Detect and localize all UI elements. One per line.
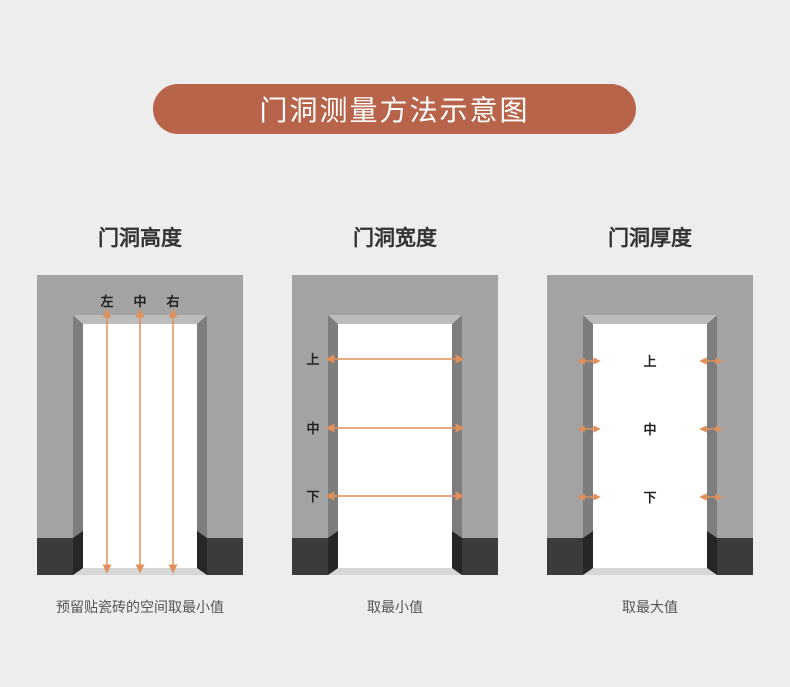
right-skirting-edge: [197, 531, 207, 575]
right-skirting: [462, 538, 498, 575]
right-skirting-edge: [452, 531, 462, 575]
width-door-diagram: 上 中 下: [292, 275, 498, 575]
right-skirting: [207, 538, 243, 575]
right-jamb: [452, 315, 462, 575]
left-skirting: [292, 538, 328, 575]
floor-sill: [328, 568, 462, 575]
left-skirting: [37, 538, 73, 575]
page-title: 门洞测量方法示意图: [259, 94, 530, 127]
thickness-caption: 取最大值: [622, 600, 678, 616]
label-bottom: 下: [643, 491, 656, 506]
label-left: 左: [100, 294, 113, 310]
right-skirting-edge: [707, 531, 717, 575]
height-panel: 门洞高度 左 中 右 预留贴瓷砖的空间取最小值: [37, 222, 243, 642]
label-top: 上: [306, 353, 319, 368]
width-panel-title: 门洞宽度: [353, 226, 437, 250]
width-panel: 门洞宽度 上 中 下 取最小值: [292, 222, 498, 642]
top-jamb: [583, 315, 717, 324]
left-jamb: [583, 315, 593, 575]
left-jamb: [73, 315, 83, 575]
height-panel-title: 门洞高度: [98, 226, 182, 250]
label-middle: 中: [133, 294, 146, 310]
door-opening: [593, 324, 707, 568]
left-skirting-edge: [73, 531, 83, 575]
floor-sill: [583, 568, 717, 575]
width-caption: 取最小值: [367, 600, 423, 616]
thickness-panel-title: 门洞厚度: [608, 226, 692, 250]
left-jamb: [328, 315, 338, 575]
right-skirting: [717, 538, 753, 575]
right-jamb: [197, 315, 207, 575]
left-skirting-edge: [328, 531, 338, 575]
floor-sill: [73, 568, 207, 575]
right-jamb: [707, 315, 717, 575]
label-bottom: 下: [306, 490, 319, 505]
label-right: 右: [165, 294, 179, 310]
height-door-diagram: 左 中 右: [37, 275, 243, 575]
thickness-panel: 门洞厚度 上 中 下 取最大值: [547, 222, 753, 642]
thickness-door-diagram: 上 中 下: [547, 275, 753, 575]
label-middle: 中: [306, 421, 319, 437]
label-top: 上: [643, 355, 656, 370]
door-opening: [338, 324, 452, 568]
left-skirting-edge: [583, 531, 593, 575]
height-caption: 预留贴瓷砖的空间取最小值: [56, 600, 224, 616]
label-middle: 中: [643, 422, 656, 438]
top-jamb: [328, 315, 462, 324]
title-banner: 门洞测量方法示意图: [153, 84, 636, 134]
left-skirting: [547, 538, 583, 575]
